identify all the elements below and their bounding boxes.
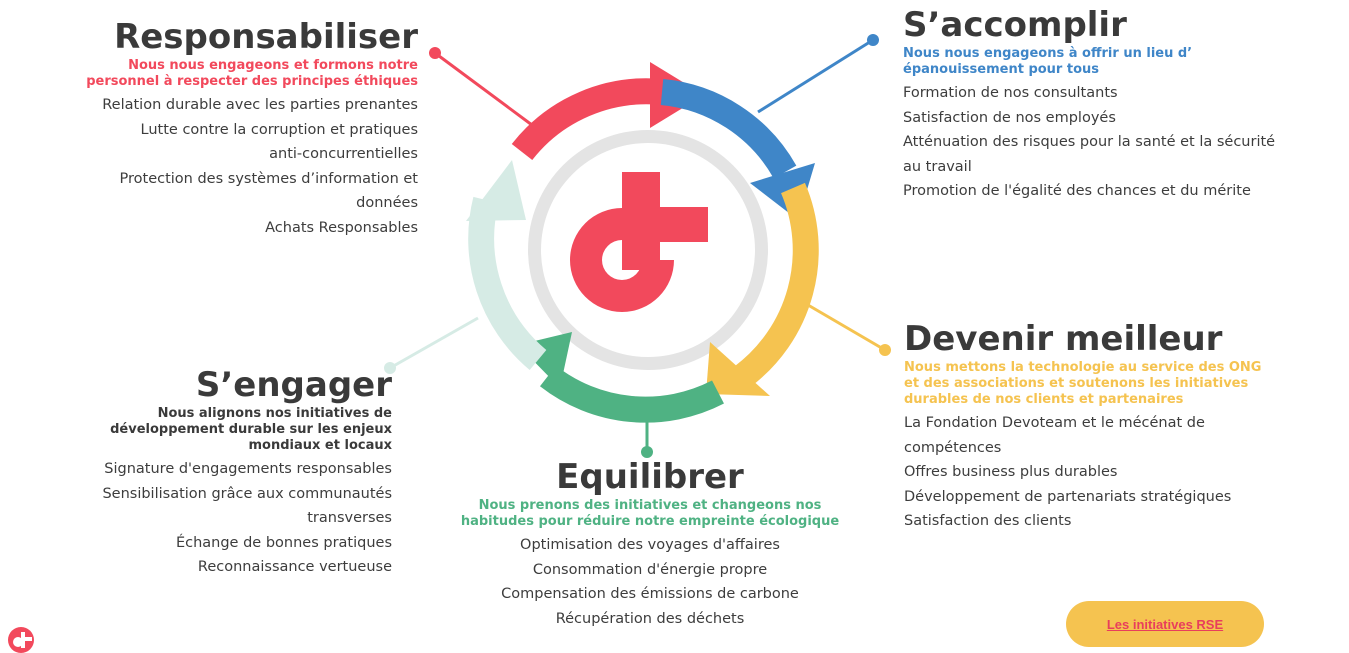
devenir-meilleur-subtitle-line: Nous mettons la technologie au service d… — [904, 360, 1262, 375]
connector-saccomplir — [757, 38, 874, 114]
devoteam-small-logo-icon — [8, 627, 34, 653]
saccomplir-list: Formation de nos consultants Satisfactio… — [903, 81, 1343, 204]
list-item: données — [356, 195, 418, 211]
list-item: Protection des systèmes d’information et — [119, 170, 418, 187]
section-saccomplir: S’accomplir Nous nous engageons à offrir… — [903, 6, 1343, 204]
responsabiliser-subtitle-line: personnel à respecter des principes éthi… — [86, 74, 418, 89]
list-item: Optimisation des voyages d'affaires — [520, 537, 780, 553]
arc-green — [539, 365, 724, 423]
arc-red — [511, 78, 664, 161]
dot-equilibrer — [641, 446, 653, 458]
list-item: Reconnaissance vertueuse — [197, 559, 392, 575]
list-item: Formation de nos consultants — [903, 85, 1118, 101]
connector-sengager — [389, 316, 479, 370]
saccomplir-subtitle-line: épanouissement pour tous — [903, 62, 1100, 77]
list-item: Signature d'engagements responsables — [104, 461, 392, 477]
devenir-meilleur-subtitle-line: et des associations et soutenons les ini… — [904, 376, 1249, 391]
list-item: Relation durable avec les parties prenan… — [102, 97, 418, 113]
arc-mint — [468, 196, 547, 370]
connector-responsabiliser — [434, 51, 533, 127]
equilibrer-subtitle-line: habitudes pour réduire notre empreinte é… — [460, 514, 840, 529]
list-item: La Fondation Devoteam et le mécénat de — [904, 415, 1205, 431]
arc-yellow — [734, 182, 819, 388]
dot-devenir-meilleur — [879, 344, 891, 356]
list-item: Satisfaction des clients — [904, 513, 1072, 529]
devoteam-logo-icon — [570, 172, 708, 312]
sengager-title: S’engager — [195, 365, 392, 405]
saccomplir-subtitle-line: Nous nous engageons à offrir un lieu d’ — [903, 46, 1193, 61]
saccomplir-subtitle: Nous nous engageons à offrir un lieu d’ … — [903, 46, 1343, 78]
devenir-meilleur-subtitle-line: durables de nos clients et partenaires — [904, 392, 1184, 407]
sengager-subtitle: Nous alignons nos initiatives de dévelop… — [30, 406, 392, 454]
equilibrer-subtitle: Nous prenons des initiatives et changeon… — [412, 498, 888, 530]
list-item: Développement de partenariats stratégiqu… — [904, 488, 1232, 505]
list-item: Consommation d'énergie propre — [532, 561, 768, 578]
initiatives-rse-link[interactable]: Les initiatives RSE — [1106, 616, 1224, 632]
devenir-meilleur-list: La Fondation Devoteam et le mécénat de c… — [904, 411, 1344, 534]
list-item: Échange de bonnes pratiques — [175, 534, 392, 551]
list-item: Offres business plus durables — [904, 464, 1118, 480]
initiatives-rse-button[interactable]: Les initiatives RSE — [1066, 601, 1264, 647]
section-sengager: S’engager Nous alignons nos initiatives … — [30, 366, 392, 580]
responsabiliser-subtitle-line: Nous nous engageons et formons notre — [128, 58, 418, 73]
dot-saccomplir — [867, 34, 879, 46]
list-item: Lutte contre la corruption et pratiques — [140, 121, 418, 138]
devenir-meilleur-subtitle: Nous mettons la technologie au service d… — [904, 360, 1344, 408]
list-item: Promotion de l'égalité des chances et du… — [903, 183, 1251, 199]
sengager-list: Signature d'engagements responsables Sen… — [30, 457, 392, 580]
section-devenir-meilleur: Devenir meilleur Nous mettons la technol… — [904, 320, 1344, 534]
list-item: Atténuation des risques pour la santé et… — [903, 134, 1276, 150]
section-responsabiliser: Responsabiliser Nous nous engageons et f… — [6, 18, 418, 240]
list-item: anti-concurrentielles — [269, 146, 418, 162]
dot-sengager — [384, 362, 396, 374]
equilibrer-title: Equilibrer — [556, 457, 744, 497]
responsabiliser-title: Responsabiliser — [114, 17, 418, 57]
list-item: Satisfaction de nos employés — [903, 109, 1116, 126]
sengager-subtitle-line: développement durable sur les enjeux — [110, 422, 392, 437]
equilibrer-list: Optimisation des voyages d'affaires Cons… — [412, 533, 888, 631]
list-item: au travail — [903, 158, 972, 175]
list-item: Sensibilisation grâce aux communautés — [102, 485, 392, 502]
connector-devenir-meilleur — [807, 303, 886, 352]
list-item: compétences — [904, 439, 1002, 456]
list-item: transverses — [307, 510, 392, 526]
equilibrer-subtitle-line: Nous prenons des initiatives et changeon… — [478, 498, 822, 513]
list-item: Achats Responsables — [265, 219, 418, 236]
responsabiliser-list: Relation durable avec les parties prenan… — [6, 93, 418, 240]
section-equilibrer: Equilibrer Nous prenons des initiatives … — [412, 458, 888, 631]
saccomplir-title: S’accomplir — [903, 5, 1127, 45]
arc-blue — [660, 79, 797, 179]
devenir-meilleur-title: Devenir meilleur — [904, 319, 1223, 359]
list-item: Récupération des déchets — [555, 610, 745, 627]
list-item: Compensation des émissions de carbone — [501, 586, 799, 602]
sengager-subtitle-line: Nous alignons nos initiatives de — [157, 406, 392, 421]
dot-responsabiliser — [429, 47, 441, 59]
arrow-yellow — [706, 342, 770, 396]
sengager-subtitle-line: mondiaux et locaux — [248, 438, 393, 453]
responsabiliser-subtitle: Nous nous engageons et formons notre per… — [6, 58, 418, 90]
arrow-mint — [466, 160, 526, 221]
